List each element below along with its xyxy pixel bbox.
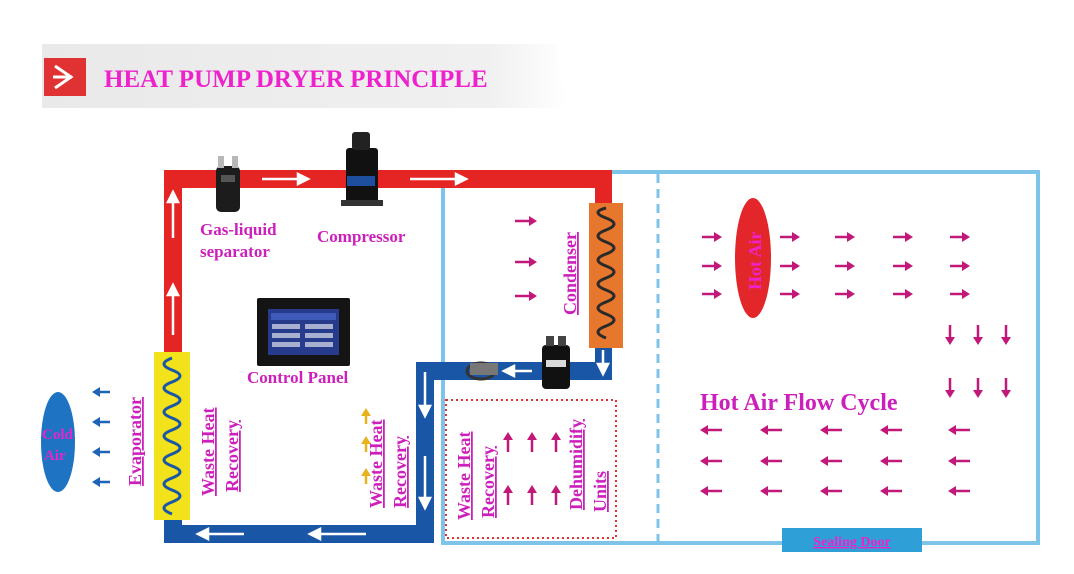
air-arrow-right: [702, 232, 722, 242]
air-arrow-left: [760, 486, 782, 496]
recovery-label-3: Recovery: [478, 446, 498, 518]
air-arrow-down: [1001, 325, 1011, 345]
air-arrow-down: [973, 378, 983, 398]
dehumidify-box: [445, 399, 617, 539]
air-arrow-right: [835, 289, 855, 299]
dehumidify-compressor: [542, 336, 570, 389]
air-arrow-up: [527, 432, 537, 452]
air-arrow-right: [702, 261, 722, 271]
waste-heat-arrow-up: [361, 468, 371, 484]
waste-heat-arrow-up: [361, 436, 371, 452]
sealing-door: Sealing Door: [782, 528, 922, 552]
cold-air-arrow-left: [92, 417, 110, 427]
air-arrow-right: [780, 232, 800, 242]
air-arrow-left: [948, 425, 970, 435]
cold-air-arrow-left: [92, 477, 110, 487]
compressor: [341, 132, 383, 206]
air-arrow-left: [948, 456, 970, 466]
compressor-label: Compressor: [317, 227, 406, 246]
air-arrow-left: [700, 486, 722, 496]
air-arrow-left: [700, 456, 722, 466]
cold-air-arrow-left: [92, 387, 110, 397]
sealing-door-label: Sealing Door: [813, 535, 890, 550]
pipe-flow-arrows: [165, 171, 611, 542]
gas-liquid-separator-label-1: Gas-liquid: [200, 220, 277, 239]
hot-pipe: [164, 170, 612, 358]
waste-heat-label-2: Waste Heat: [366, 420, 386, 508]
waste-heat-label-1: Waste Heat: [198, 408, 218, 496]
recovery-label-2: Recovery: [390, 436, 410, 508]
air-arrow-right: [835, 232, 855, 242]
cold-air-arrow-left: [92, 447, 110, 457]
air-arrow-down: [945, 378, 955, 398]
air-arrow-left: [820, 486, 842, 496]
air-arrow-up: [551, 432, 561, 452]
evaporator-coil: [154, 352, 190, 520]
units-label: Units: [590, 471, 610, 512]
air-arrow-right: [893, 232, 913, 242]
condenser-coil: [589, 203, 623, 348]
cold-air-ellipse: [41, 392, 75, 492]
control-panel-label: Control Panel: [247, 368, 348, 387]
air-arrow-down: [973, 325, 983, 345]
air-arrow-down: [945, 325, 955, 345]
page-title: HEAT PUMP DRYER PRINCIPLE: [104, 66, 488, 93]
air-arrow-right: [515, 216, 537, 226]
expansion-valve: [465, 361, 498, 381]
air-arrow-left: [700, 425, 722, 435]
air-arrow-right: [515, 257, 537, 267]
air-arrow-right: [950, 261, 970, 271]
air-arrow-up: [503, 485, 513, 505]
air-arrow-left: [820, 456, 842, 466]
air-arrow-left: [880, 456, 902, 466]
air-arrow-right: [893, 289, 913, 299]
air-arrow-left: [820, 425, 842, 435]
gas-liquid-separator: [216, 156, 240, 212]
control-panel: [257, 298, 350, 366]
air-arrow-right: [950, 232, 970, 242]
air-arrow-left: [880, 425, 902, 435]
air-arrow-right: [950, 289, 970, 299]
hot-air-ellipse: [735, 198, 771, 318]
air-arrow-up: [551, 485, 561, 505]
air-arrow-right: [780, 289, 800, 299]
air-arrow-right: [780, 261, 800, 271]
air-arrow-right: [702, 289, 722, 299]
evaporator-label: Evaporator: [125, 397, 145, 486]
air-arrow-up: [527, 485, 537, 505]
air-arrow-left: [948, 486, 970, 496]
hot-air-label: Hot Air: [745, 231, 765, 290]
condenser-label: Condenser: [560, 232, 580, 315]
air-arrow-down: [1001, 378, 1011, 398]
air-arrow-right: [893, 261, 913, 271]
hot-air-flow-cycle-label: Hot Air Flow Cycle: [700, 390, 898, 416]
waste-heat-arrow-up: [361, 408, 371, 424]
drying-chamber: [441, 170, 1040, 545]
title-banner: HEAT PUMP DRYER PRINCIPLE: [42, 44, 568, 108]
air-arrow-left: [760, 425, 782, 435]
air-arrow-up: [503, 432, 513, 452]
air-arrow-right: [835, 261, 855, 271]
waste-heat-label-3: Waste Heat: [454, 432, 474, 520]
air-arrow-right: [515, 291, 537, 301]
air-arrow-left: [760, 456, 782, 466]
cold-air-label-1: Cold: [42, 427, 74, 443]
dehumidify-label: Dehumidify: [566, 419, 586, 510]
air-flow-arrows: [92, 216, 1011, 505]
recovery-label-1: Recovery: [222, 420, 242, 492]
air-arrow-left: [880, 486, 902, 496]
cold-air-label-2: Air: [44, 448, 66, 464]
gas-liquid-separator-label-2: separator: [200, 242, 270, 261]
